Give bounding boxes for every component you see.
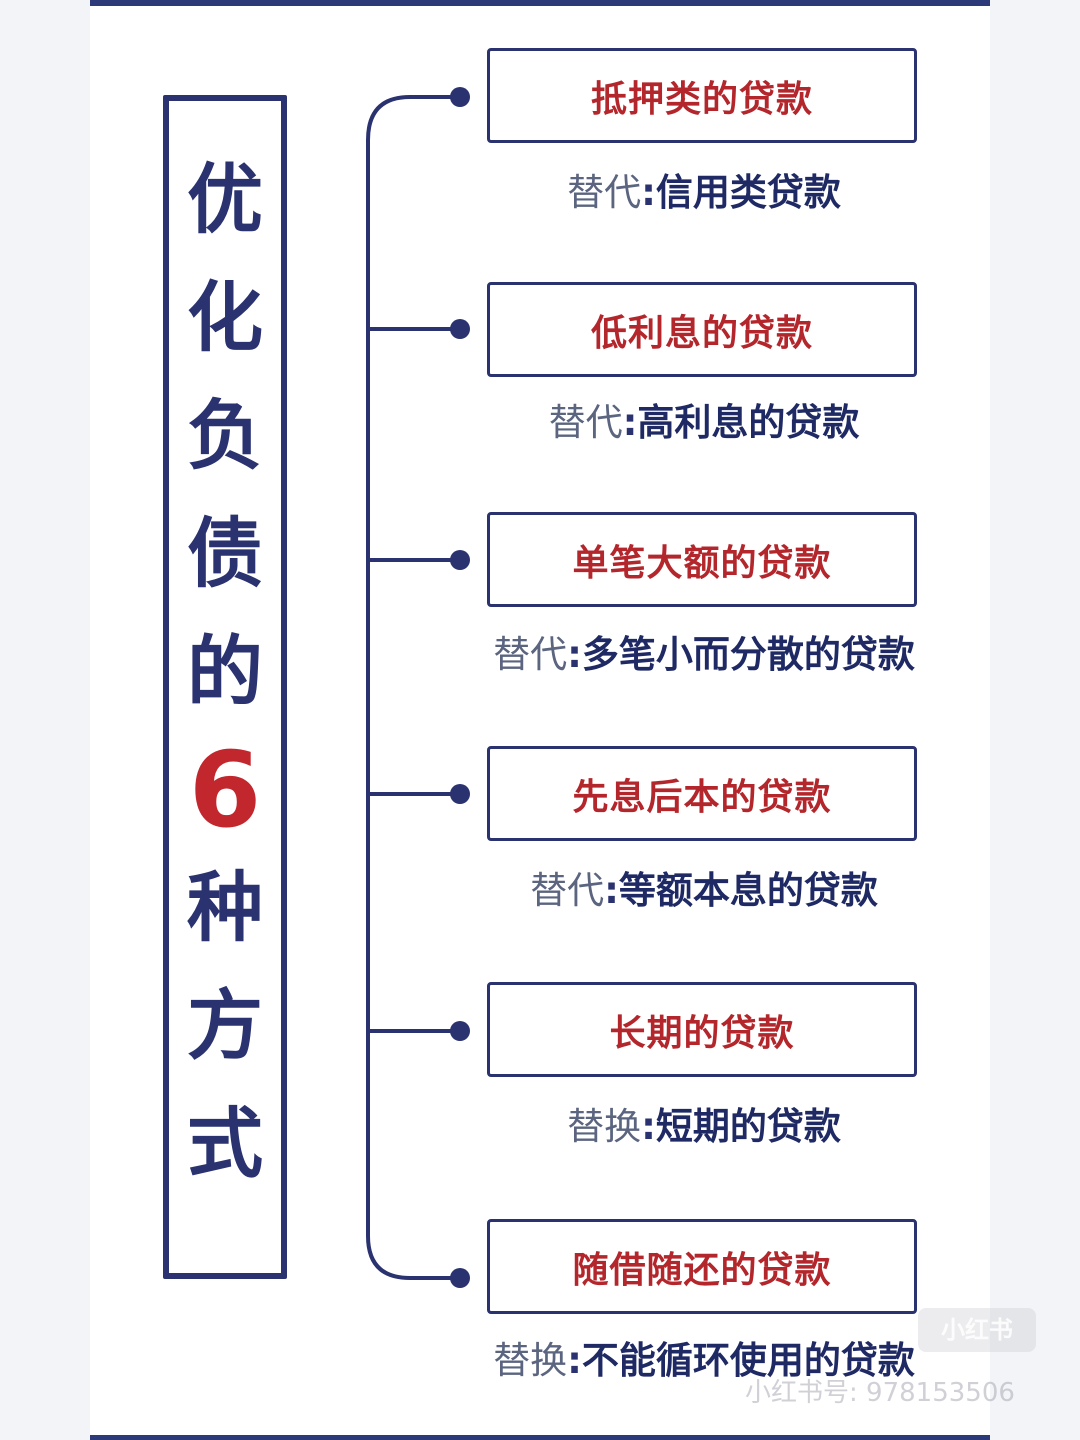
- watermark-logo: 小红书: [918, 1308, 1036, 1352]
- title-char: 种: [187, 863, 263, 952]
- alt-prefix: 替换: [493, 1339, 568, 1382]
- item-box-3: 单笔大额的贷款: [487, 512, 917, 607]
- alt-line-4: 替代:等额本息的贷款: [430, 860, 978, 914]
- item-box-5: 长期的贷款: [487, 982, 917, 1077]
- alt-prefix: 替换: [567, 1105, 642, 1148]
- alt-text: 高利息的贷款: [637, 401, 860, 444]
- item-title: 低利息的贷款: [590, 312, 813, 354]
- bottom-band: [90, 1435, 990, 1440]
- connector-dot: [450, 319, 470, 339]
- alt-text: 多笔小而分散的贷款: [581, 633, 915, 676]
- title-char: 方: [187, 981, 263, 1070]
- title-char: 负: [187, 391, 263, 480]
- alt-text: 短期的贷款: [655, 1105, 841, 1148]
- alt-prefix: 替代: [548, 401, 623, 444]
- alt-line-2: 替代:高利息的贷款: [430, 392, 978, 446]
- title-char: 式: [187, 1099, 263, 1188]
- connector-dot: [450, 550, 470, 570]
- item-title: 抵押类的贷款: [590, 78, 813, 120]
- alt-line-3: 替代:多笔小而分散的贷款: [430, 624, 978, 678]
- alt-separator: :: [567, 633, 582, 676]
- title-char: 债: [187, 509, 263, 598]
- bracket-line: [366, 95, 460, 1280]
- item-title: 单笔大额的贷款: [572, 542, 832, 584]
- title-box: 优 化 负 债 的 6 种 方 式: [163, 95, 287, 1279]
- title-char: 化: [187, 273, 263, 362]
- title-text: 优 化 负 债 的 6 种 方 式: [169, 141, 281, 1203]
- watermark-id: 小红书号: 978153506: [745, 1378, 1015, 1408]
- item-title: 长期的贷款: [609, 1012, 795, 1054]
- alt-line-6: 替换:不能循环使用的贷款: [430, 1330, 978, 1384]
- alt-separator: :: [604, 869, 619, 912]
- item-box-6: 随借随还的贷款: [487, 1219, 917, 1314]
- title-number: 6: [188, 729, 262, 851]
- connector-dot: [450, 1268, 470, 1288]
- alt-text: 不能循环使用的贷款: [581, 1339, 915, 1382]
- alt-separator: :: [567, 1339, 582, 1382]
- item-box-1: 抵押类的贷款: [487, 48, 917, 143]
- item-box-2: 低利息的贷款: [487, 282, 917, 377]
- alt-line-1: 替代:信用类贷款: [430, 162, 978, 216]
- title-char: 的: [187, 627, 263, 716]
- item-title: 先息后本的贷款: [572, 776, 832, 818]
- connector-dot: [450, 87, 470, 107]
- connector-dot: [450, 784, 470, 804]
- alt-separator: :: [641, 1105, 656, 1148]
- item-title: 随借随还的贷款: [572, 1249, 832, 1291]
- alt-text: 等额本息的贷款: [618, 869, 878, 912]
- title-char: 优: [187, 155, 263, 244]
- connector-dot: [450, 1021, 470, 1041]
- item-box-4: 先息后本的贷款: [487, 746, 917, 841]
- alt-text: 信用类贷款: [655, 171, 841, 214]
- alt-prefix: 替代: [530, 869, 605, 912]
- alt-separator: :: [622, 401, 638, 444]
- alt-prefix: 替代: [567, 171, 642, 214]
- alt-prefix: 替代: [493, 633, 568, 676]
- alt-line-5: 替换:短期的贷款: [430, 1096, 978, 1150]
- alt-separator: :: [641, 171, 656, 214]
- top-band: [90, 0, 990, 6]
